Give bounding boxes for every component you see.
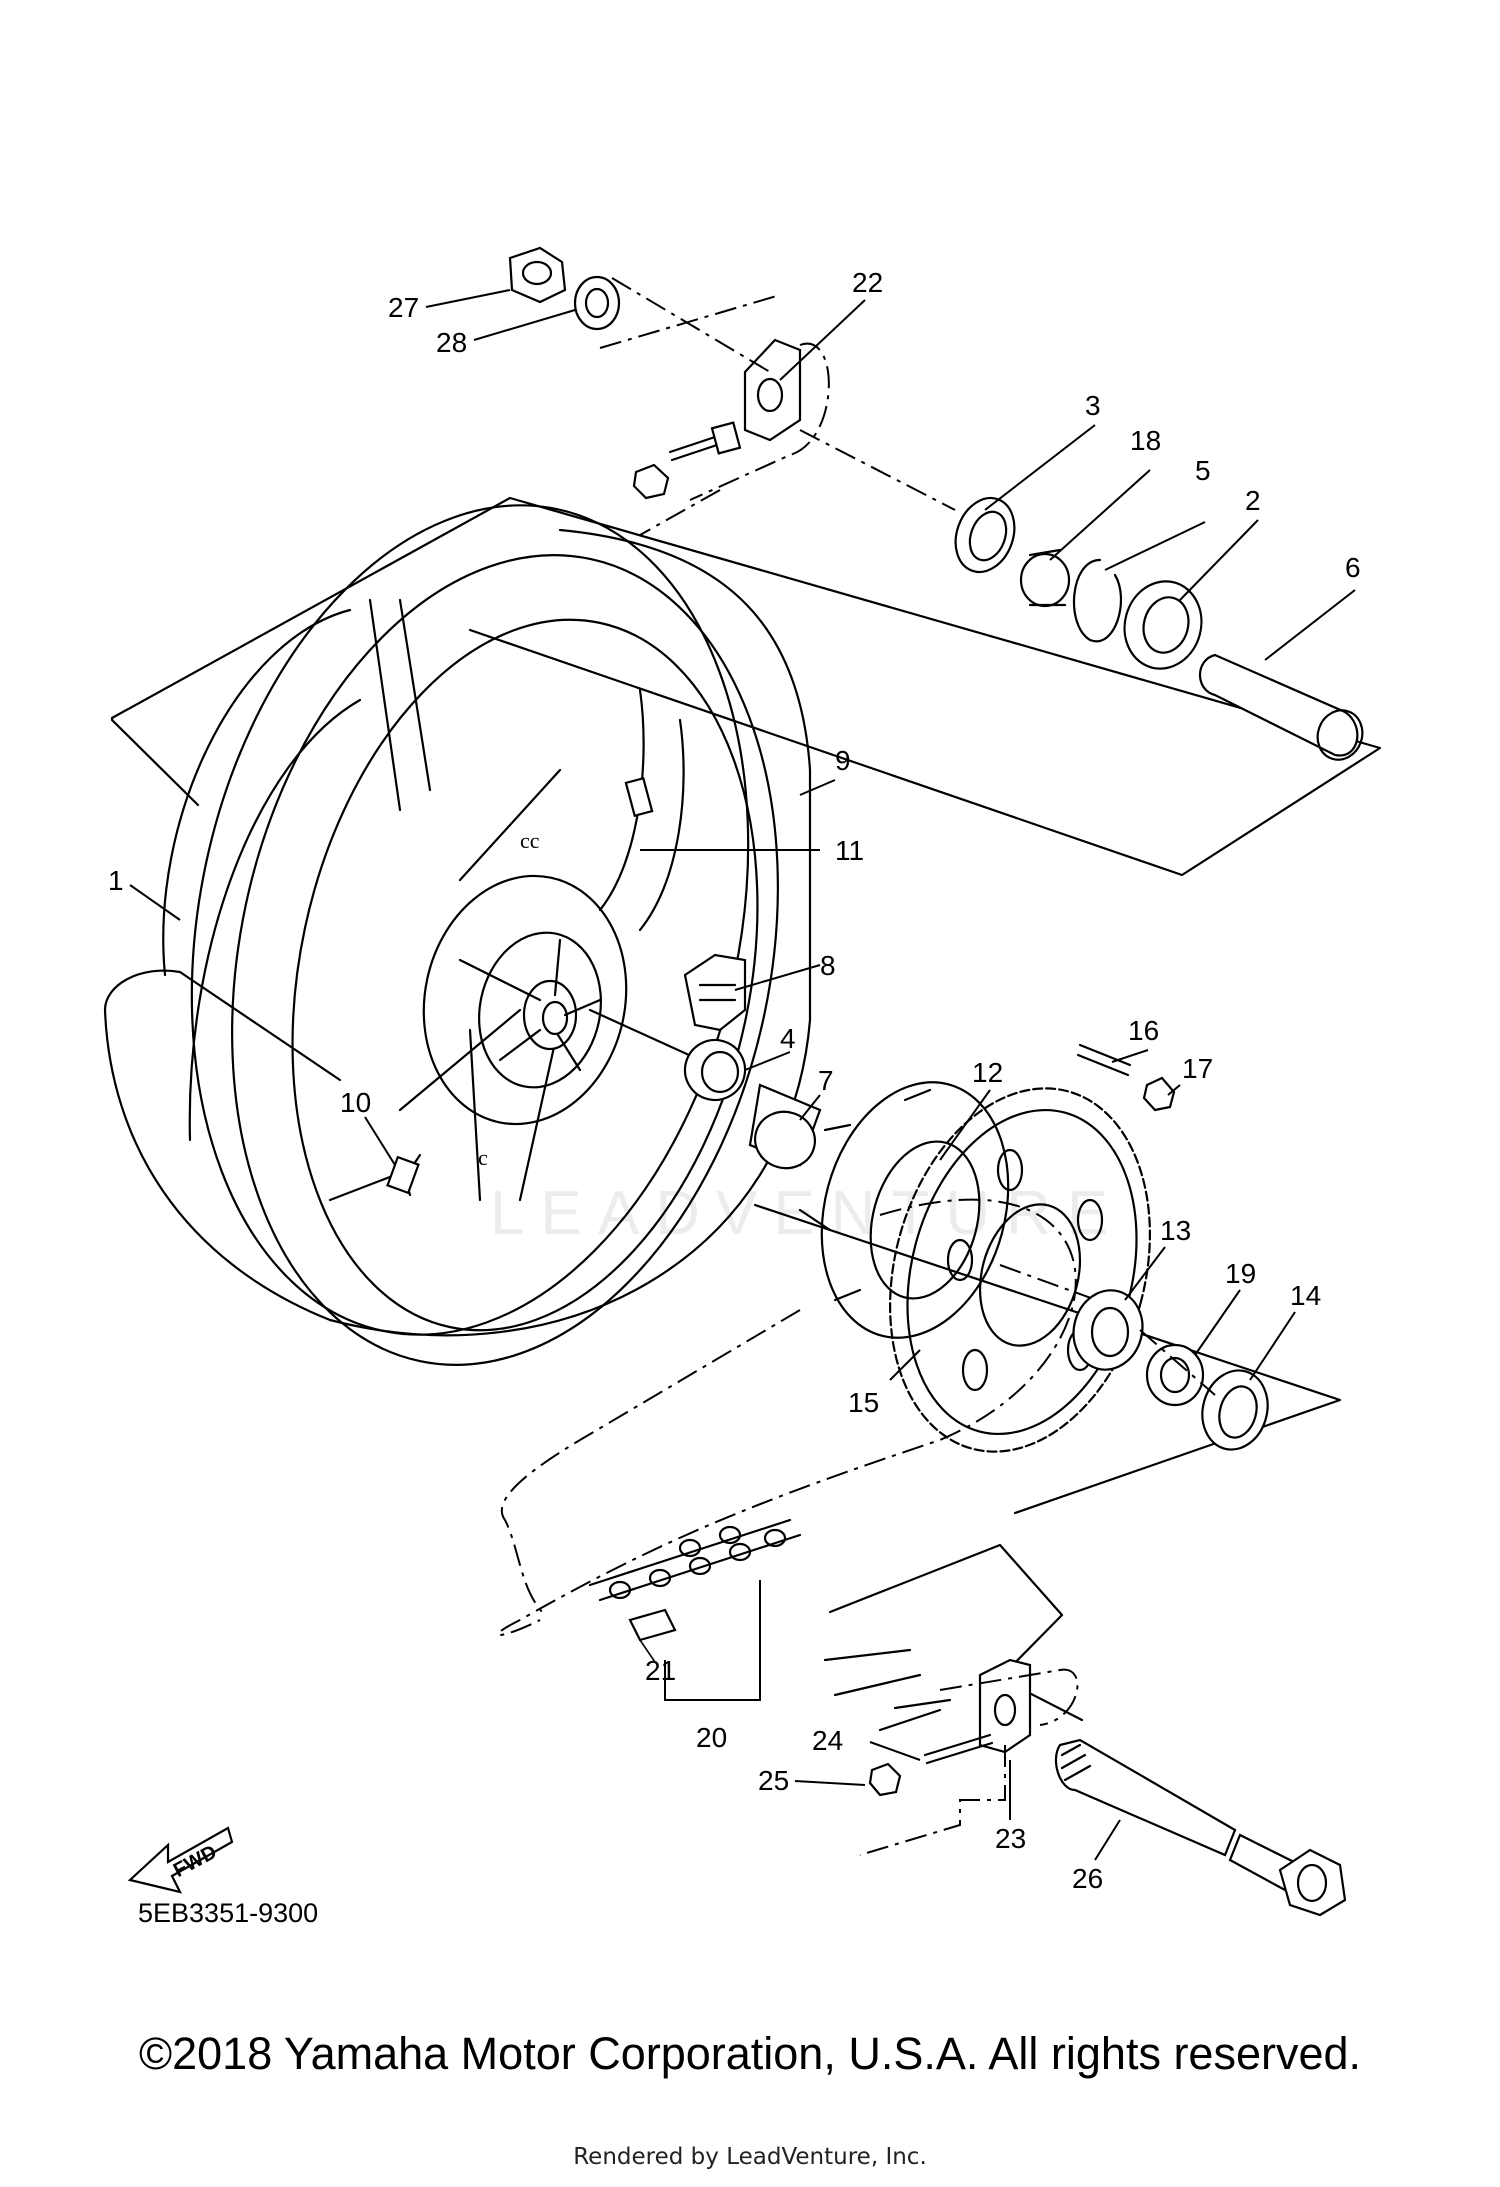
right-side-parts bbox=[508, 246, 1364, 761]
callout-20: 20 bbox=[696, 1722, 727, 1753]
callout-19: 19 bbox=[1225, 1258, 1256, 1289]
callout-11: 11 bbox=[835, 835, 864, 866]
rendered-by-note: Rendered by LeadVenture, Inc. bbox=[573, 2144, 927, 2170]
left-side-parts bbox=[683, 953, 822, 1170]
callout-5: 5 bbox=[1195, 455, 1211, 486]
callout-25: 25 bbox=[758, 1765, 789, 1796]
callout-7: 7 bbox=[818, 1065, 834, 1096]
callout-14: 14 bbox=[1290, 1280, 1321, 1311]
callout-22: 22 bbox=[852, 267, 883, 298]
fwd-arrow-icon: FWD bbox=[127, 1826, 234, 1894]
callout-17: 17 bbox=[1182, 1053, 1213, 1084]
part-callouts: 1 2 3 4 5 6 7 8 9 10 11 12 13 14 15 16 1… bbox=[108, 267, 1361, 1894]
callout-15: 15 bbox=[848, 1387, 879, 1418]
sprocket-assembly bbox=[798, 1043, 1269, 1453]
callout-9: 9 bbox=[835, 745, 851, 776]
callout-4: 4 bbox=[780, 1023, 796, 1054]
callout-16: 16 bbox=[1128, 1015, 1159, 1046]
callout-8: 8 bbox=[820, 950, 836, 981]
svg-text:c: c bbox=[478, 1145, 488, 1170]
callout-23: 23 bbox=[995, 1823, 1026, 1854]
callout-2: 2 bbox=[1245, 485, 1261, 516]
callout-21: 21 bbox=[645, 1655, 676, 1686]
copyright-notice: ©2018 Yamaha Motor Corporation, U.S.A. A… bbox=[138, 2028, 1362, 2079]
callout-3: 3 bbox=[1085, 390, 1101, 421]
callout-27: 27 bbox=[388, 292, 419, 323]
callout-24: 24 bbox=[812, 1725, 843, 1756]
callout-18: 18 bbox=[1130, 425, 1161, 456]
callout-10: 10 bbox=[340, 1087, 371, 1118]
callout-26: 26 bbox=[1072, 1863, 1103, 1894]
callout-28: 28 bbox=[436, 327, 467, 358]
diagram-code: 5EB3351-9300 bbox=[138, 1898, 319, 1928]
callout-1: 1 bbox=[108, 865, 124, 896]
svg-text:cc: cc bbox=[520, 828, 540, 853]
callout-13: 13 bbox=[1160, 1215, 1191, 1246]
callout-6: 6 bbox=[1345, 552, 1361, 583]
rear-wheel: cc c bbox=[103, 504, 812, 1366]
axle-and-left-puller bbox=[823, 1648, 1347, 1917]
callout-12: 12 bbox=[972, 1057, 1003, 1088]
assembly-plane-lines bbox=[110, 496, 1382, 1722]
leader-lines bbox=[129, 289, 1356, 1861]
drive-chain bbox=[497, 1198, 1077, 1701]
